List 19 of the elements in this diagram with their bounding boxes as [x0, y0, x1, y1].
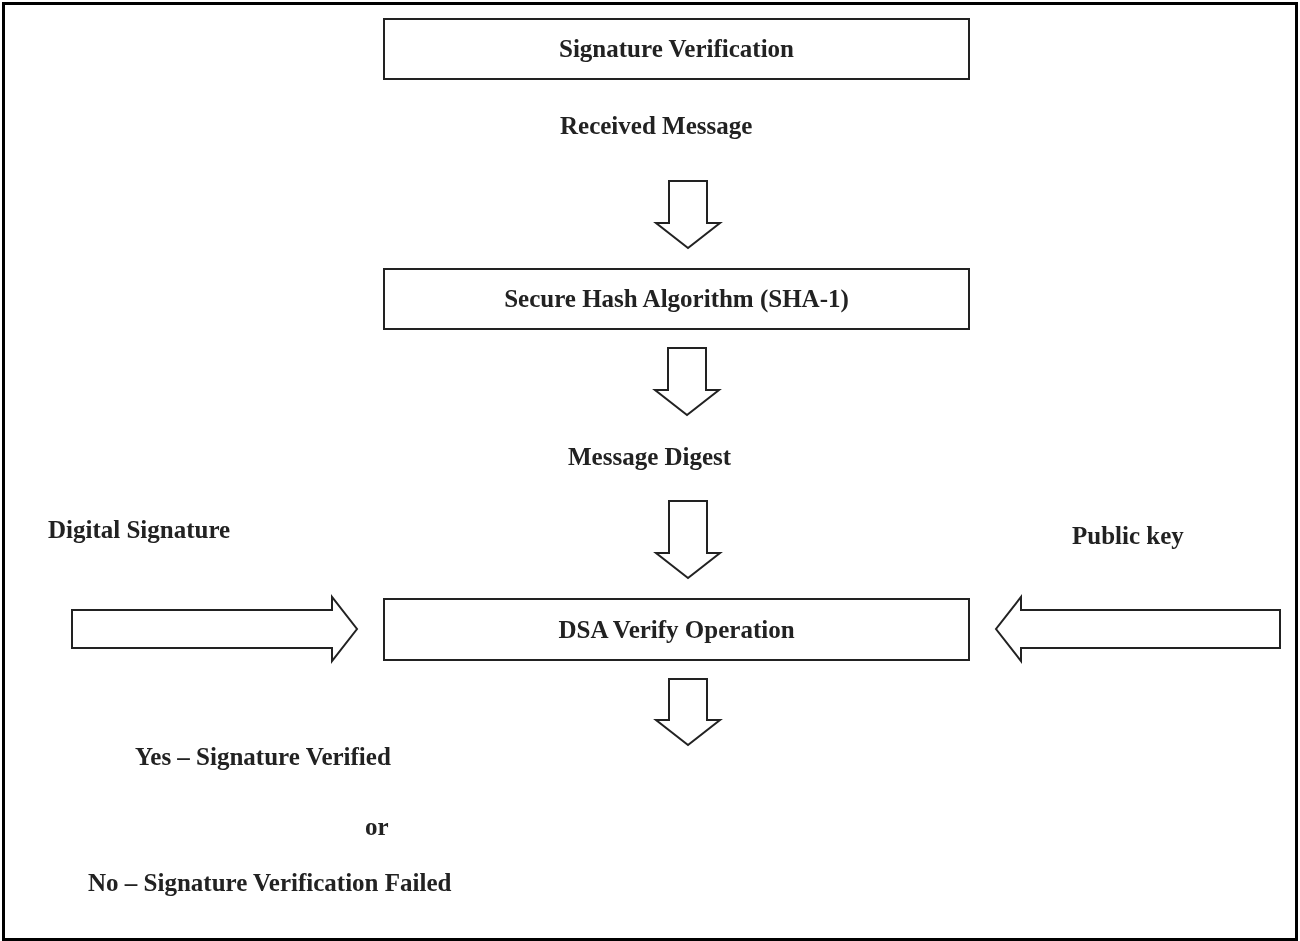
flow-label: Digital Signature: [48, 516, 231, 544]
process-box: [383, 18, 970, 80]
block-arrow: [653, 180, 723, 250]
flow-label: Public key: [1072, 522, 1184, 550]
process-box: [383, 268, 970, 330]
block-arrow: [653, 500, 723, 580]
result-label: No – Signature Verification Failed: [88, 869, 452, 897]
block-arrow: [652, 347, 722, 417]
process-box: [383, 598, 970, 661]
block-arrow: [71, 594, 359, 664]
result-label: Yes – Signature Verified: [135, 743, 391, 771]
box-label: Signature Verification: [559, 35, 794, 63]
box-label: Secure Hash Algorithm (SHA-1): [504, 285, 849, 313]
flow-label: Message Digest: [568, 443, 732, 471]
box-label: DSA Verify Operation: [558, 615, 795, 644]
result-label: or: [365, 813, 389, 841]
block-arrow: [994, 594, 1281, 664]
flow-label: Received Message: [560, 112, 753, 140]
block-arrow: [653, 678, 723, 747]
